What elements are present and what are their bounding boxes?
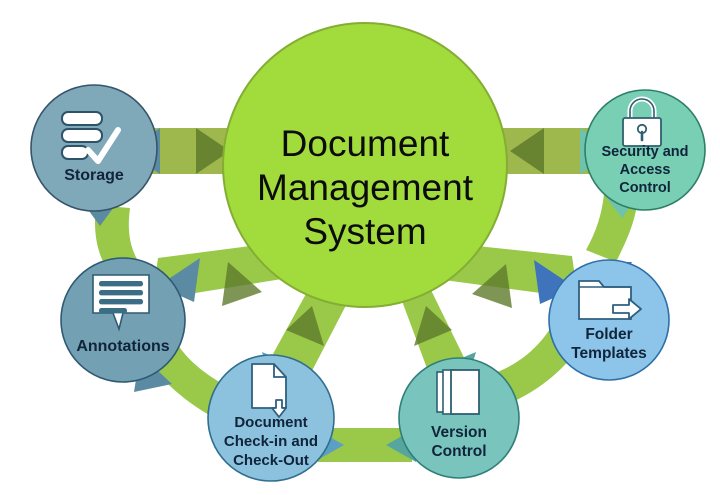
arrowhead-into-center-left [196, 128, 230, 174]
inward-arrowhead-group [196, 128, 544, 346]
arrowhead-into-center-annotations [222, 262, 262, 306]
center-label-line-1: Document [281, 123, 450, 164]
node-storage[interactable]: Storage [30, 84, 158, 212]
node-checkin-circle[interactable] [207, 354, 335, 482]
node-security-and-access-control[interactable]: Security and Access Control [584, 89, 706, 211]
speech-bubble-lines-icon [92, 274, 150, 332]
node-version-control[interactable]: Version Control [398, 357, 520, 479]
node-storage-label-line-1: Storage [64, 167, 124, 184]
padlock-icon [622, 96, 662, 147]
node-security-label-line-2: Access [620, 162, 671, 178]
database-check-icon [61, 111, 121, 164]
node-folder-label-line-2: Templates [571, 345, 647, 362]
ring-arc-checkin-version [318, 428, 412, 462]
center-circle[interactable] [222, 22, 508, 308]
node-version-circle[interactable] [398, 357, 520, 479]
node-checkin-label-line-2: Check-in and [224, 433, 318, 450]
node-annotations[interactable]: Annotations [60, 257, 186, 383]
node-security-circle[interactable] [584, 89, 706, 211]
node-folder-circle[interactable] [548, 259, 670, 381]
document-down-arrow-icon [251, 363, 287, 418]
arrowhead-into-center-version [414, 306, 452, 346]
node-security-label-line-1: Security and [601, 144, 688, 160]
node-folder-label-line-1: Folder [585, 326, 632, 343]
arrowhead-into-center-checkin [286, 306, 324, 346]
node-checkin-label-line-3: Check-Out [233, 452, 309, 469]
center-label-line-2: Management [257, 167, 474, 208]
arrowhead-into-annotations [158, 258, 200, 302]
node-storage-circle[interactable] [30, 84, 158, 212]
node-security-label-line-3: Control [619, 180, 671, 196]
node-version-label-line-1: Version [431, 424, 487, 441]
stacked-pages-icon [436, 369, 480, 415]
center-node[interactable]: Document Management System [222, 22, 508, 308]
node-folder-templates[interactable]: Folder Templates [548, 259, 670, 381]
node-annotations-circle[interactable] [60, 257, 186, 383]
arrowhead-into-folder [534, 260, 576, 304]
node-checkin-label-line-1: Document [234, 414, 307, 431]
node-annotations-label-line-1: Annotations [76, 338, 169, 355]
arrowhead-into-center-right [510, 128, 544, 174]
center-label-line-3: System [303, 211, 426, 252]
node-version-label-line-2: Control [431, 443, 486, 460]
folder-arrow-icon [578, 280, 642, 320]
node-document-check-in-and-check-out[interactable]: Document Check-in and Check-Out [207, 354, 335, 482]
arrowhead-into-center-folder [472, 264, 512, 308]
